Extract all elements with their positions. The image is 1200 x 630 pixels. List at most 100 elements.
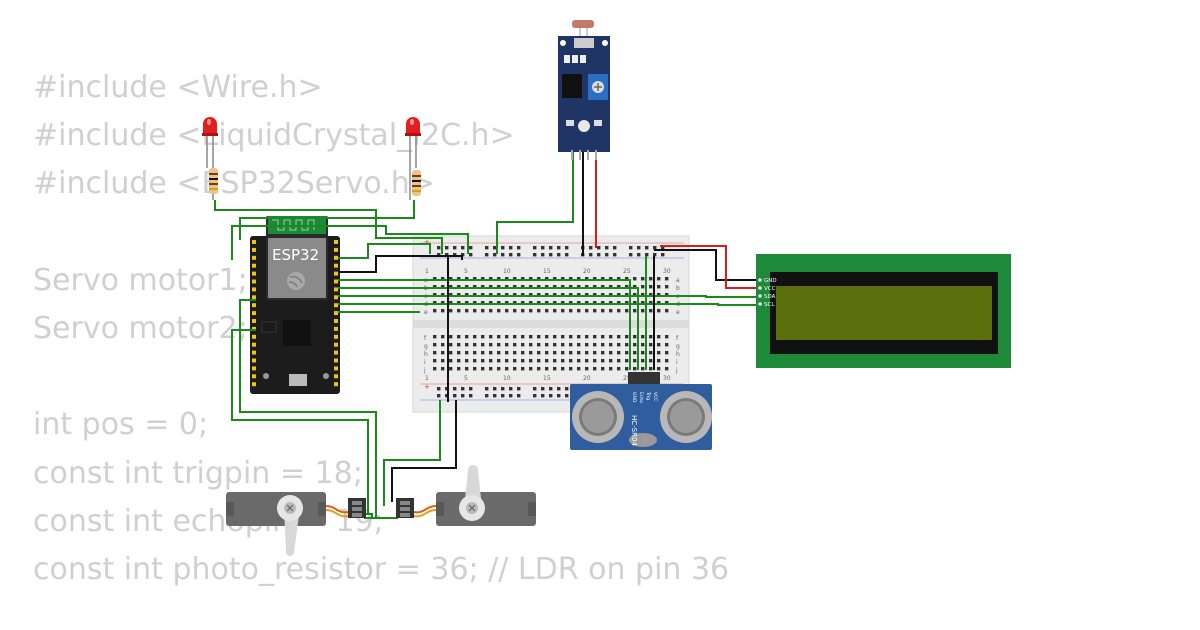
breadboard-hole <box>589 253 593 257</box>
breadboard-hole <box>657 343 661 347</box>
breadboard-hole <box>645 253 649 257</box>
breadboard-hole <box>481 277 485 281</box>
breadboard-hole <box>529 351 533 355</box>
breadboard-hole <box>517 246 521 250</box>
breadboard-hole <box>437 253 441 257</box>
breadboard-hole <box>657 359 661 363</box>
breadboard-hole <box>633 343 637 347</box>
led-red-2[interactable] <box>405 117 421 200</box>
breadboard-hole <box>465 359 469 363</box>
breadboard-hole <box>657 367 661 371</box>
breadboard-hole <box>601 351 605 355</box>
breadboard-hole <box>577 343 581 347</box>
wire-green <box>364 513 398 519</box>
breadboard-hole <box>585 351 589 355</box>
esp32-pin <box>252 311 256 316</box>
breadboard-hole <box>649 359 653 363</box>
esp32-pin <box>252 319 256 323</box>
servo-motor-1[interactable] <box>226 492 366 556</box>
breadboard-hole <box>465 309 469 313</box>
lcd-display[interactable]: GND VCC SDA SCL <box>756 254 1011 368</box>
breadboard-hole <box>557 246 561 250</box>
breadboard-hole <box>529 335 533 339</box>
breadboard-hole <box>485 394 489 398</box>
wire-green <box>383 400 441 506</box>
esp32-pin <box>334 374 338 379</box>
breadboard-hole <box>513 309 517 313</box>
breadboard-hole <box>541 387 545 391</box>
breadboard-hole <box>529 367 533 371</box>
wire-green <box>239 200 415 240</box>
breadboard-hole <box>457 351 461 355</box>
breadboard-hole <box>641 335 645 339</box>
breadboard-hole <box>461 394 465 398</box>
breadboard-hole <box>545 285 549 289</box>
breadboard-hole <box>457 277 461 281</box>
breadboard-hole <box>657 335 661 339</box>
breadboard-hole <box>497 359 501 363</box>
breadboard-hole <box>601 285 605 289</box>
breadboard-hole <box>569 277 573 281</box>
breadboard-hole <box>601 359 605 363</box>
breadboard-hole <box>457 309 461 313</box>
breadboard-hole <box>505 309 509 313</box>
breadboard-hole <box>473 285 477 289</box>
esp32-pin <box>334 287 338 292</box>
breadboard-hole <box>609 309 613 313</box>
breadboard-hole <box>553 309 557 313</box>
breadboard-hole <box>433 343 437 347</box>
row-letter: g <box>424 343 428 350</box>
esp32-board[interactable]: ESP32 <box>250 216 340 394</box>
breadboard-hole <box>449 343 453 347</box>
breadboard-hole <box>529 359 533 363</box>
breadboard-hole <box>565 246 569 250</box>
breadboard-hole <box>609 285 613 289</box>
breadboard-hole <box>561 277 565 281</box>
breadboard-hole <box>449 309 453 313</box>
breadboard-hole <box>641 285 645 289</box>
breadboard-hole <box>665 367 669 371</box>
breadboard-hole <box>433 301 437 305</box>
breadboard-hole <box>561 285 565 289</box>
breadboard-hole <box>505 285 509 289</box>
breadboard-hole <box>433 293 437 297</box>
esp32-pin <box>334 366 338 371</box>
breadboard-hole <box>465 293 469 297</box>
breadboard-hole <box>545 335 549 339</box>
breadboard-hole <box>585 301 589 305</box>
breadboard-hole <box>521 335 525 339</box>
breadboard-hole <box>657 293 661 297</box>
breadboard-hole <box>653 246 657 250</box>
breadboard-hole <box>549 246 553 250</box>
breadboard-hole <box>649 285 653 289</box>
breadboard-hole <box>565 387 569 391</box>
breadboard-hole <box>541 253 545 257</box>
column-number: 5 <box>464 375 468 382</box>
breadboard-hole <box>645 246 649 250</box>
ldr-sensor-module[interactable] <box>558 20 610 160</box>
breadboard-hole <box>449 359 453 363</box>
breadboard-hole <box>577 301 581 305</box>
breadboard-hole <box>665 285 669 289</box>
breadboard-hole <box>625 285 629 289</box>
breadboard-hole <box>441 309 445 313</box>
breadboard-hole <box>593 309 597 313</box>
column-number: 25 <box>623 375 631 382</box>
breadboard-hole <box>509 253 513 257</box>
esp32-pin <box>334 279 338 284</box>
breadboard-hole <box>513 351 517 355</box>
esp32-pin <box>252 263 256 268</box>
ultrasonic-sensor[interactable]: HC-SR04 VCC Trig Echo GND <box>570 372 712 450</box>
breadboard-hole <box>489 351 493 355</box>
breadboard-hole <box>597 246 601 250</box>
servo-motor-2[interactable] <box>396 465 536 526</box>
column-number: 15 <box>543 268 551 275</box>
breadboard-hole <box>617 367 621 371</box>
esp32-pin <box>252 279 256 284</box>
breadboard-hole <box>521 351 525 355</box>
breadboard-hole <box>633 277 637 281</box>
esp32-pin <box>252 366 256 371</box>
breadboard-hole <box>489 367 493 371</box>
breadboard-hole <box>465 301 469 305</box>
column-number: 25 <box>623 268 631 275</box>
